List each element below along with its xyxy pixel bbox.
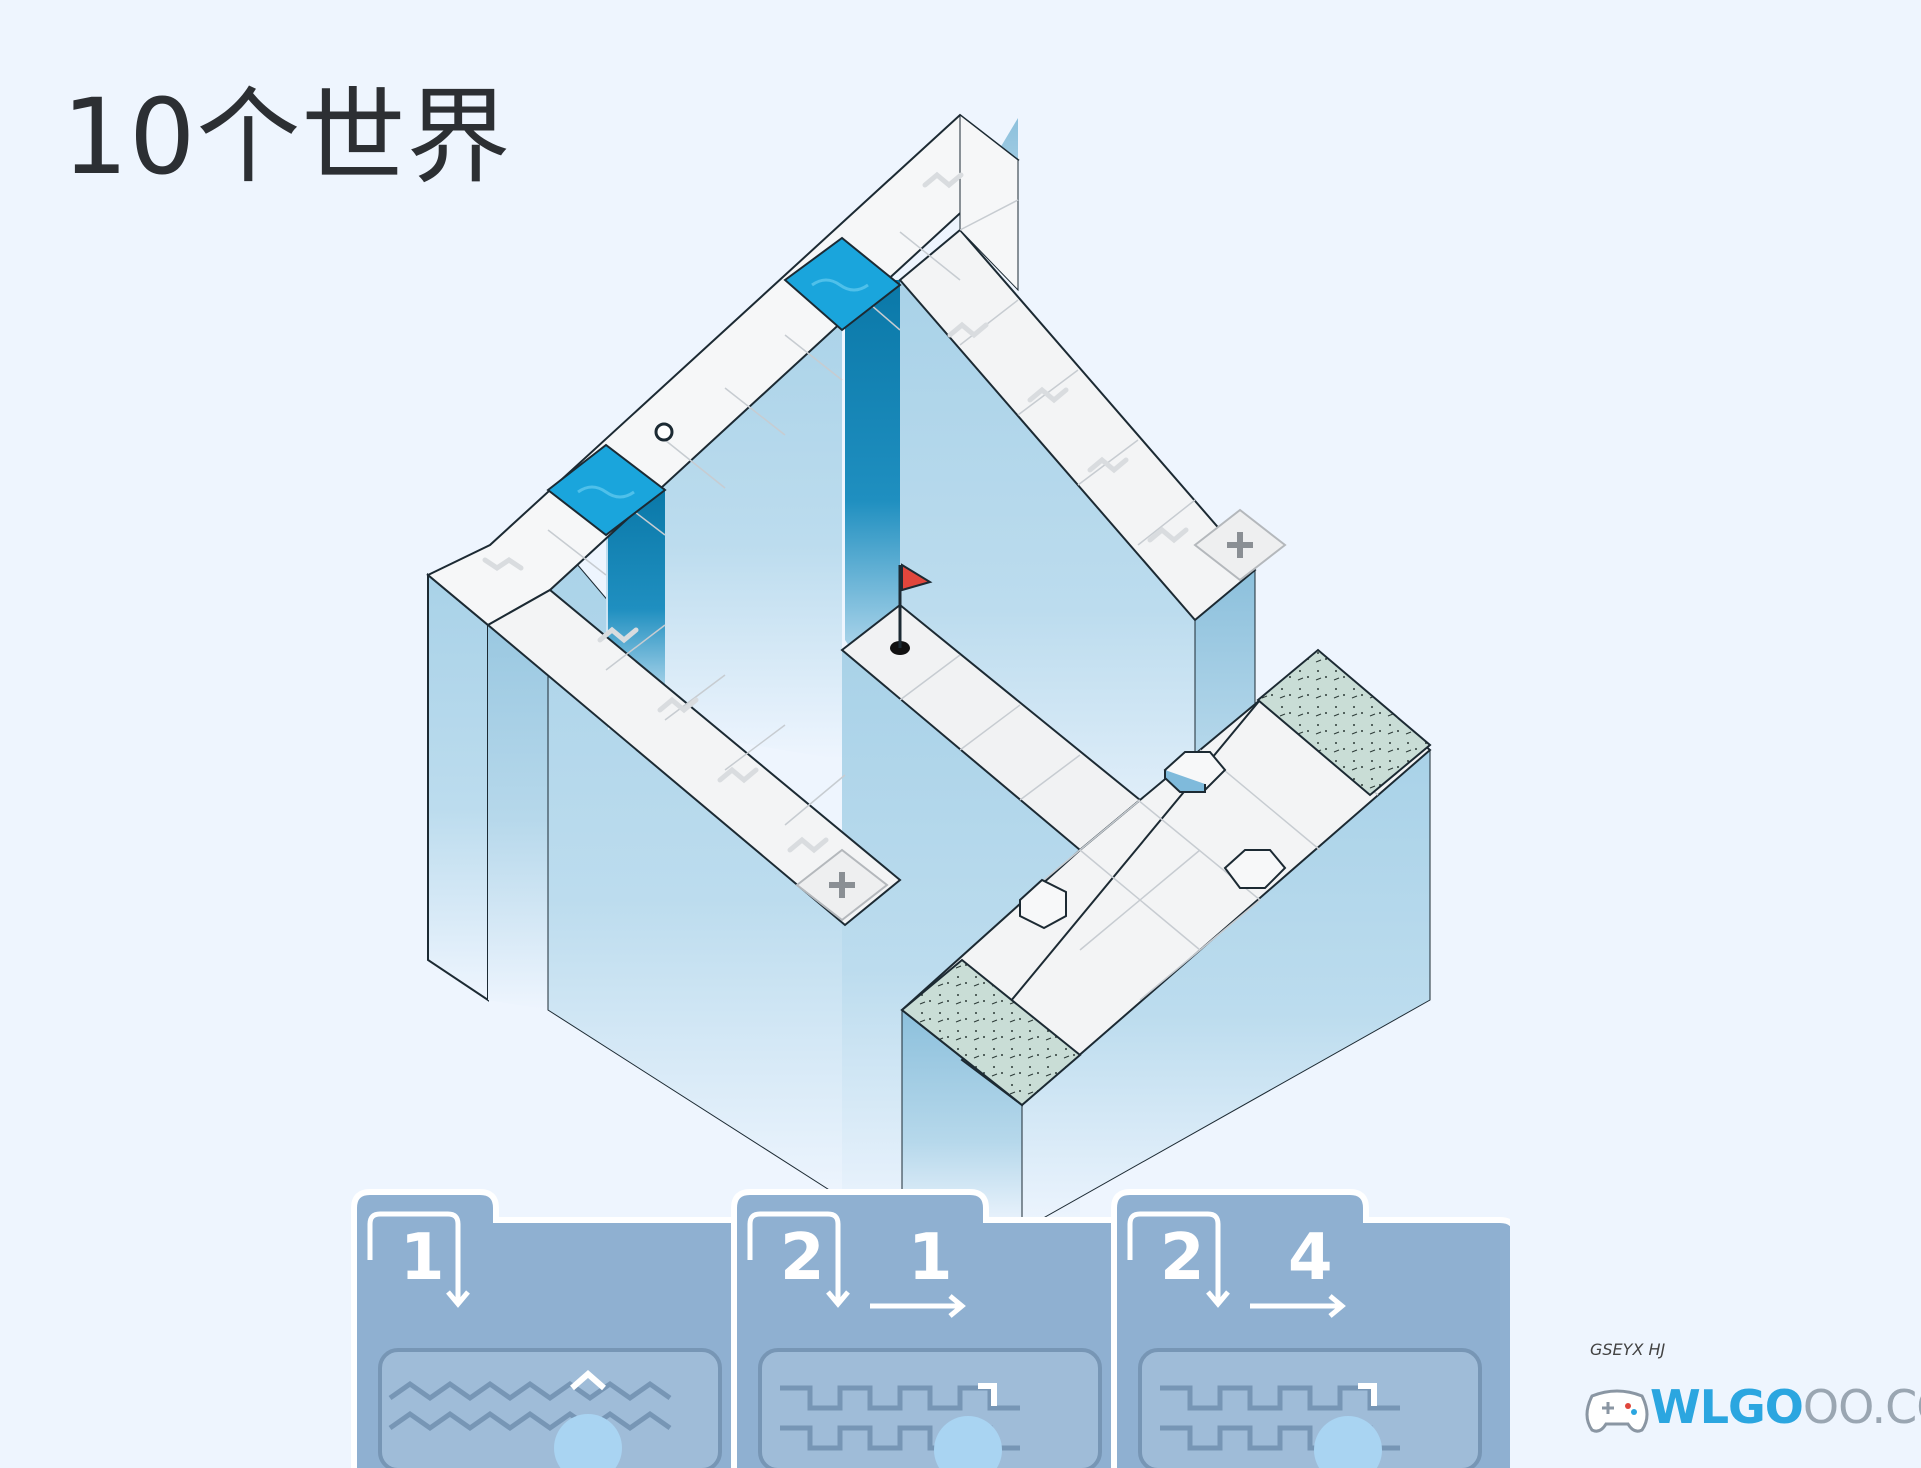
card-2[interactable]: 2 1 xyxy=(730,1188,1130,1468)
watermark-rest: OO.COM xyxy=(1802,1380,1921,1434)
slope-chevrons xyxy=(482,171,1189,854)
card-1[interactable]: 1 xyxy=(350,1188,750,1468)
card-primary-number: 2 xyxy=(1160,1221,1205,1295)
card-primary-number: 2 xyxy=(780,1221,825,1295)
card-primary-number: 1 xyxy=(400,1221,445,1295)
card-secondary-number: 1 xyxy=(908,1221,953,1295)
gamepad-icon xyxy=(1585,1389,1649,1433)
bumper-block xyxy=(1163,751,1227,793)
watermark-signature: GSEYX HJ xyxy=(1590,1340,1666,1359)
moss-tile xyxy=(900,648,1432,1107)
flag-icon[interactable] xyxy=(890,563,933,655)
watermark: GSEYX HJ WLGOOO.COM xyxy=(1578,1340,1921,1440)
bumper-block xyxy=(1223,849,1287,889)
water-tile[interactable] xyxy=(546,443,667,537)
card-3[interactable]: 2 4 xyxy=(1110,1188,1510,1468)
left-walls xyxy=(427,118,1431,1231)
water-tile[interactable] xyxy=(783,236,902,332)
world-count-title: 10个世界 xyxy=(62,76,512,198)
watermark-main: WLGO xyxy=(1650,1380,1804,1434)
plus-pad-icon[interactable] xyxy=(1193,508,1287,582)
plus-pad-icon[interactable] xyxy=(795,848,889,922)
golf-ball-icon[interactable] xyxy=(654,422,674,442)
card-secondary-number: 4 xyxy=(1288,1221,1333,1295)
bumper-block xyxy=(1019,878,1067,930)
